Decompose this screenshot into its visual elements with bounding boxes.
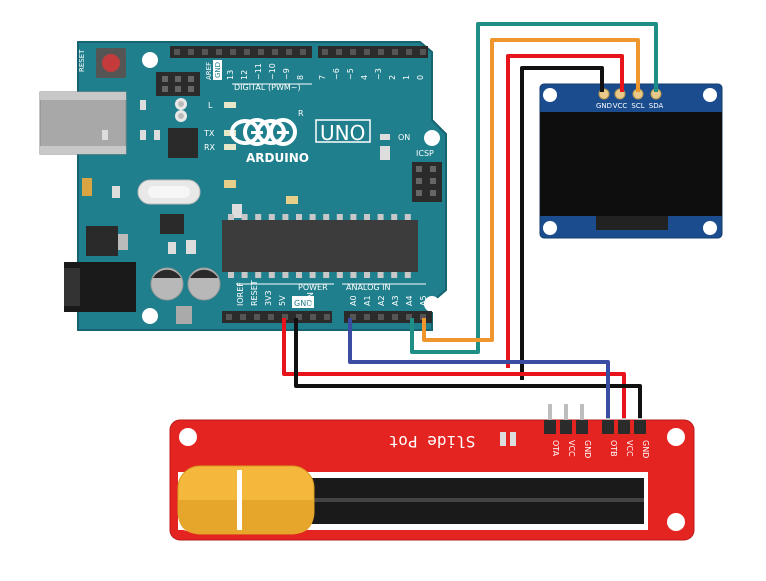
digital-pin-label: 1 — [402, 75, 411, 80]
digital-pin-label: 8 — [296, 75, 305, 80]
wire-gnd-black-oled — [520, 66, 604, 380]
wire-sda-teal — [410, 22, 658, 354]
led-tx — [224, 130, 236, 136]
oled-screen — [540, 112, 722, 216]
led-rx — [224, 144, 236, 150]
chip-pins — [228, 214, 411, 278]
wire-gnd-black-pot — [294, 318, 642, 418]
icsp-label: ICSP — [416, 149, 434, 158]
analog-pin-label: A1 — [363, 295, 372, 306]
digital-pin-label: ~5 — [346, 68, 355, 80]
arduino-logo — [230, 118, 297, 146]
digital-pin-label: ~10 — [268, 63, 277, 80]
analog-pin-label: A5 — [419, 295, 428, 306]
power-pin-label: RESET — [250, 280, 259, 306]
usb-connector — [39, 91, 127, 155]
uno-model: UNO — [320, 121, 365, 145]
analog-pin-label: A3 — [391, 295, 400, 306]
led-l — [224, 102, 236, 108]
usb-chip — [168, 128, 198, 158]
digital-pin-label: ~6 — [332, 68, 341, 80]
power-pin-label: GND — [294, 299, 312, 308]
slide-pot-pin-label: VCC — [567, 440, 576, 457]
wire-vcc-red-oled — [506, 54, 624, 368]
mounting-hole — [424, 296, 440, 312]
digital-pin-label: 4 — [360, 75, 369, 80]
slide-pot-pins: OTA VCC GND OTB VCC GND — [544, 404, 650, 458]
on-label: ON — [398, 133, 410, 142]
oled-pin-label: SDA — [649, 102, 664, 110]
registered-mark: R — [298, 109, 304, 118]
digital-pin-label: 7 — [318, 75, 327, 80]
slide-pot-pin-label: VCC — [625, 440, 634, 457]
analog-pin-label: A0 — [349, 295, 358, 306]
oled-pin-label: VCC — [613, 102, 628, 110]
wire-scl-orange — [422, 38, 640, 342]
power-pin-label: VIN — [306, 292, 315, 306]
slide-pot-title: Slide Pot — [389, 432, 476, 451]
oled-pin-label: SCL — [631, 102, 644, 110]
digital-pin-label: 12 — [240, 70, 249, 80]
l-led-label: L — [208, 101, 213, 110]
analog-pin-label: A4 — [405, 295, 414, 306]
analog-in-label: ANALOG IN — [346, 283, 391, 292]
wires — [282, 22, 658, 418]
wire-otb-blue — [348, 318, 610, 418]
digital-header-right — [318, 46, 428, 58]
digital-pin-label: ~11 — [254, 63, 263, 80]
pwm-label: (PWM~) — [268, 83, 301, 92]
digital-pin-label: 0 — [416, 75, 425, 80]
reset-label: RESET — [78, 49, 86, 72]
icsp-header-usb — [156, 72, 200, 96]
digital-pin-label: ~9 — [282, 68, 291, 80]
power-label: POWER — [298, 283, 328, 292]
mounting-hole — [424, 130, 440, 146]
power-pin-label: 3V3 — [264, 290, 273, 306]
atmega-chip — [222, 220, 418, 272]
power-pin-label: 5V — [278, 295, 287, 306]
analog-header — [344, 311, 432, 323]
slide-pot-pin-label: OTB — [609, 440, 618, 457]
power-header — [222, 311, 332, 323]
gnd-top-label: GND — [214, 62, 222, 78]
tx-label: TX — [203, 129, 215, 138]
slide-pot-pin-label: OTA — [551, 440, 560, 457]
slide-pot-pin-label: GND — [583, 440, 592, 458]
rx-label: RX — [204, 143, 216, 152]
analog-pin-label: A2 — [377, 295, 386, 306]
arduino-brand: ARDUINO — [246, 151, 309, 165]
wire-vcc-red-pot — [282, 318, 626, 418]
aref-label: AREF — [205, 62, 213, 80]
digital-pin-label: 13 — [226, 70, 235, 80]
digital-label: DIGITAL — [234, 83, 266, 92]
mounting-hole — [142, 52, 158, 68]
digital-pin-label: 2 — [388, 75, 397, 80]
arduino-board: RESET — [39, 41, 447, 331]
oled-pin-label: GND — [596, 102, 612, 110]
power-pin-label: IOREF — [236, 282, 245, 306]
slide-pot-module: Slide Pot OTA VCC GND OTB VCC GND — [169, 404, 695, 541]
analog-pin-labels: A0 A1 A2 A3 A4 A5 — [349, 295, 428, 306]
mounting-hole — [142, 308, 158, 324]
digital-pin-label: ~3 — [374, 68, 383, 80]
slide-pot-pin-label: GND — [641, 440, 650, 458]
